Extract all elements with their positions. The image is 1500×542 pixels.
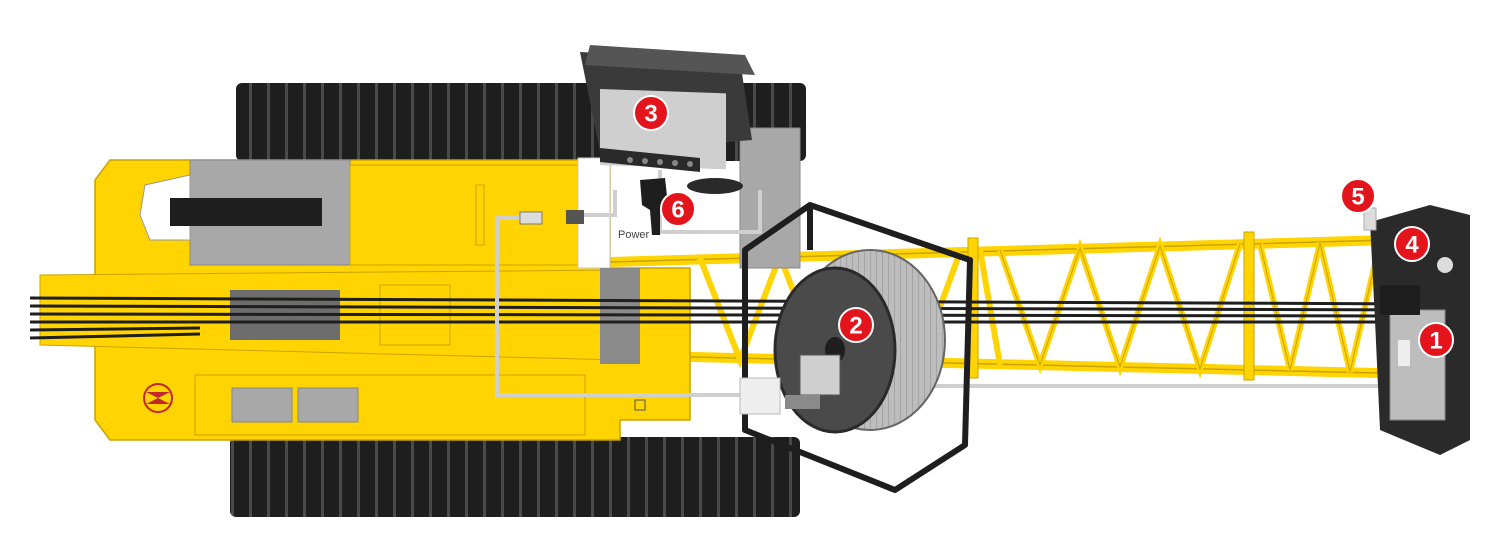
svg-text:5: 5	[1351, 184, 1364, 211]
callout-6: 6	[660, 191, 696, 227]
svg-text:3: 3	[644, 101, 657, 128]
svg-text:1: 1	[1429, 328, 1442, 355]
callout-2: 2	[838, 307, 874, 343]
cable-reel-icon	[739, 202, 973, 493]
callout-4: 4	[1394, 226, 1430, 262]
svg-text:2: 2	[849, 313, 862, 340]
power-plug-icon	[640, 178, 668, 235]
power-label: Power	[618, 229, 650, 241]
svg-text:6: 6	[671, 197, 684, 224]
boom-lattice	[609, 231, 1461, 381]
lower-crawler-track	[230, 437, 800, 517]
boom-base	[29, 268, 1441, 364]
callout-5: 5	[1340, 178, 1376, 214]
counterweight-logo-icon	[143, 383, 173, 413]
callout-3: 3	[633, 95, 669, 131]
cable-connector	[519, 210, 584, 225]
monitor-icon	[580, 45, 755, 194]
svg-text:4: 4	[1405, 232, 1419, 259]
sensor-unit-icon	[1370, 205, 1470, 455]
callout-1: 1	[1418, 322, 1454, 358]
